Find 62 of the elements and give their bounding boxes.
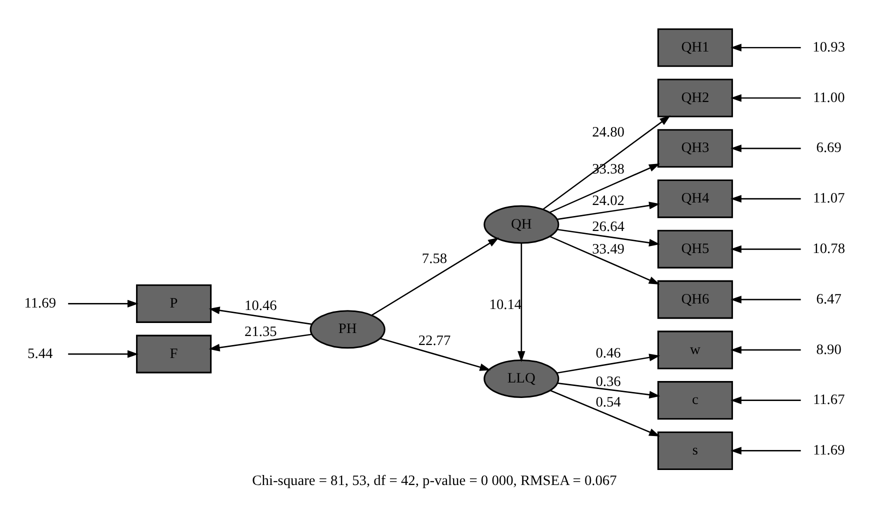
arrow (730, 144, 801, 152)
arrow (68, 300, 138, 308)
arrow (730, 396, 801, 404)
node-text: 5.44 (28, 346, 53, 362)
arrow (557, 202, 660, 220)
node-box: QH2 (657, 78, 733, 118)
arrow (730, 245, 801, 253)
edge-label: 0.46 (596, 345, 621, 362)
node-ellipse: QH (484, 205, 560, 244)
edge-label: 7.58 (422, 250, 448, 267)
edge-label: 0.36 (596, 374, 621, 390)
node-text: 11.69 (24, 295, 56, 312)
edge-label: 0.54 (596, 394, 621, 411)
arrow (550, 390, 660, 436)
arrow (730, 44, 801, 52)
node-box: QH4 (657, 180, 733, 218)
node-text: 11.00 (812, 90, 845, 106)
node-text: 10.78 (812, 240, 846, 257)
node-box: w (657, 330, 733, 370)
node-box: F (136, 334, 212, 374)
edge-label: 10.14 (489, 296, 522, 313)
arrow (68, 350, 138, 358)
edge-label: 22.77 (418, 333, 451, 350)
node-box: c (657, 381, 733, 420)
node-box: P (136, 284, 212, 323)
node-text: 8.90 (816, 342, 842, 358)
arrow (730, 94, 801, 102)
caption: Chi-square = 81, 53, df = 42, p-value = 0 000, RMSEA = 0.067 (252, 472, 617, 489)
arrow (208, 334, 312, 352)
edge-label: 24.02 (592, 193, 624, 210)
edge-label: 10.46 (244, 298, 277, 314)
arrow (518, 243, 526, 362)
edge-label: 33.49 (592, 241, 624, 258)
node-box: QH1 (657, 28, 733, 67)
arrow (730, 296, 801, 304)
arrow (730, 194, 801, 203)
node-ellipse: LLQ (484, 359, 560, 398)
node-box: s (657, 431, 733, 470)
edge-label: 24.80 (592, 124, 624, 140)
edge-label: 21.35 (244, 324, 277, 340)
arrow (556, 354, 660, 374)
arrow (730, 446, 801, 455)
edge-label: 26.64 (592, 218, 624, 235)
node-text: 6.69 (816, 140, 842, 156)
arrow (371, 238, 500, 316)
node-text: 6.47 (816, 291, 842, 308)
arrow (558, 382, 660, 398)
node-box: QH5 (657, 230, 733, 268)
node-box: QH3 (657, 129, 733, 168)
node-text: 11.07 (812, 190, 845, 207)
node-text: 10.93 (812, 39, 846, 56)
arrow (730, 346, 801, 354)
arrow (208, 306, 312, 325)
node-ellipse: PH (310, 310, 386, 349)
arrow (542, 115, 671, 210)
arrow (550, 236, 660, 285)
node-text: 11.69 (812, 442, 845, 459)
arrow (380, 338, 491, 371)
node-box: QH6 (657, 280, 733, 319)
arrow (557, 228, 660, 246)
arrow (549, 164, 660, 214)
node-text: 11.67 (812, 392, 845, 408)
